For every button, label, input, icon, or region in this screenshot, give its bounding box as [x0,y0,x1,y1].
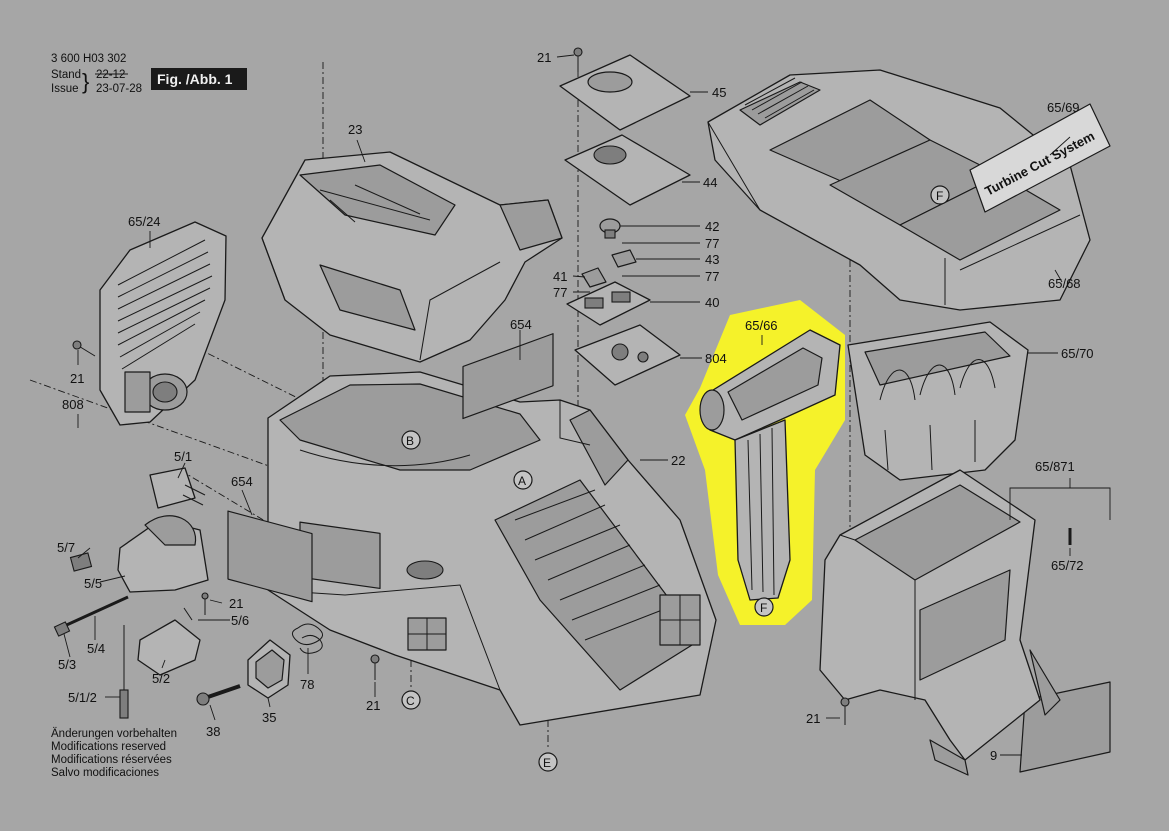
handle-highlight-area [685,300,845,625]
label-77-b: 77 [705,269,719,284]
label-654-a: 654 [510,317,532,332]
header-block: 3 600 H03 302 Stand 22-12 Issue } 23-07-… [51,53,247,95]
label-65-66: 65/66 [745,318,778,333]
label-23: 23 [348,122,362,137]
label-804: 804 [705,351,727,366]
knob-spring-bolt [196,623,380,706]
note-es: Salvo modificaciones [51,767,159,779]
label-5-3: 5/3 [58,657,76,672]
marker-f-lid: F [930,185,950,205]
stand-label: Stand [51,69,81,81]
label-5-1: 5/1 [174,449,192,464]
svg-text:B: B [406,434,414,448]
label-41: 41 [553,269,567,284]
label-21-left: 21 [70,371,84,386]
stand-date: 22-12 [96,69,125,81]
label-77-a: 77 [705,236,719,251]
label-65-72: 65/72 [1051,558,1084,573]
label-21-mid: 21 [229,596,243,611]
label-808: 808 [62,397,84,412]
label-65-68: 65/68 [1048,276,1081,291]
lower-housing-22 [267,371,717,726]
label-21-right: 21 [806,711,820,726]
reference-markers: A B C E F F [401,185,950,772]
marker-b: B [401,430,421,450]
label-5-2: 5/2 [152,671,170,686]
label-22: 22 [671,453,685,468]
label-65-70: 65/70 [1061,346,1094,361]
note-en: Modifications reserved [51,741,166,753]
brace-glyph: } [82,69,89,94]
side-cover-65-24 [99,221,227,426]
label-5-4: 5/4 [87,641,105,656]
label-5-7: 5/7 [57,540,75,555]
marker-a: A [513,470,533,490]
label-9: 9 [990,748,997,763]
issue-date: 23-07-28 [96,83,142,95]
label-40: 40 [705,295,719,310]
marker-f-handle: F [754,597,774,617]
label-77-c: 77 [553,285,567,300]
part-labels: 21 45 44 42 77 43 41 77 77 40 804 23 654… [57,50,1094,763]
basket-65-70 [847,321,1029,481]
label-65-69: 65/69 [1047,100,1080,115]
doc-number: 3 600 H03 302 [51,53,126,65]
footer-notes: Änderungen vorbehalten Modifications res… [51,728,177,779]
figure-title-box [151,68,247,90]
leader-lines [63,54,1111,756]
label-42: 42 [705,219,719,234]
label-65-871: 65/871 [1035,459,1075,474]
collection-lid-65-68 [707,69,1091,311]
marker-e: E [538,752,558,772]
label-65-24: 65/24 [128,214,161,229]
electrical-parts [53,467,209,719]
label-654-b: 654 [231,474,253,489]
label-44: 44 [703,175,717,190]
svg-text:A: A [518,474,526,488]
label-21-top: 21 [537,50,551,65]
figure-title: Fig. /Abb. 1 [157,71,233,87]
label-45: 45 [712,85,726,100]
svg-text:C: C [406,694,415,708]
label-38: 38 [206,724,220,739]
collection-box-65-871 [819,469,1072,776]
label-5-5: 5/5 [84,576,102,591]
svg-text:E: E [543,756,551,770]
note-fr: Modifications réservées [51,754,172,766]
label-5-6: 5/6 [231,613,249,628]
top-cover-23 [261,151,563,363]
label-21-bottom: 21 [366,698,380,713]
marker-c: C [401,690,421,710]
label-78: 78 [300,677,314,692]
svg-text:F: F [936,189,943,203]
issue-label: Issue [51,83,79,95]
svg-text:F: F [760,601,767,615]
label-35: 35 [262,710,276,725]
label-43: 43 [705,252,719,267]
note-de: Änderungen vorbehalten [51,728,177,740]
handle-65-66 [699,329,841,601]
switch-parts [559,47,691,386]
label-5-1-2: 5/1/2 [68,690,97,705]
